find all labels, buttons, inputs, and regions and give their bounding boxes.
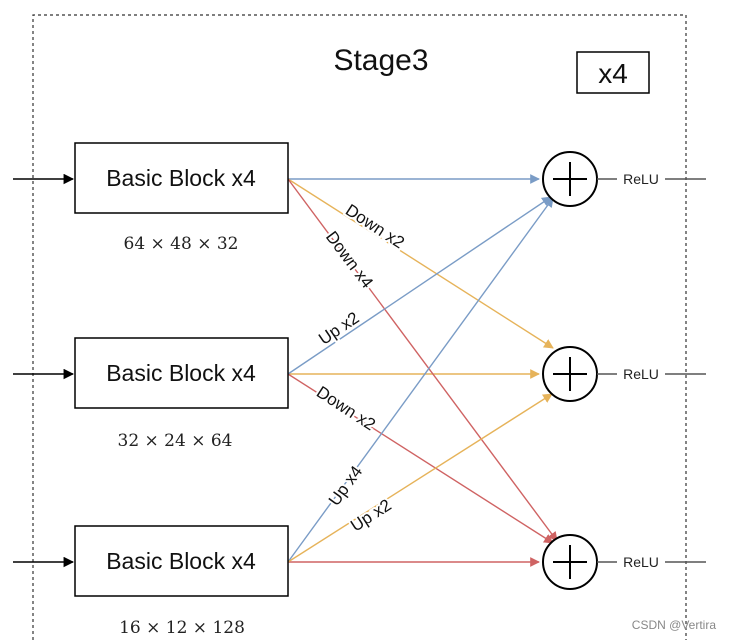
relu-label-2: ReLU xyxy=(623,366,659,382)
repeat-label: x4 xyxy=(598,58,628,89)
label-down-x4: Down x4 xyxy=(322,228,377,292)
basic-block-2-dims: 32 × 24 × 64 xyxy=(118,431,233,451)
relu-label-3: ReLU xyxy=(623,554,659,570)
sum-node-3 xyxy=(542,534,598,590)
conn-b2-s3-down-x2 xyxy=(287,373,554,544)
repeat-box xyxy=(576,51,650,94)
basic-block-2-label: Basic Block x4 xyxy=(106,360,256,386)
conn-b1-s3-down-x4 xyxy=(287,178,558,542)
basic-block-1-label: Basic Block x4 xyxy=(106,165,256,191)
label-up-x4: Up x4 xyxy=(325,462,366,509)
sum-node-1 xyxy=(542,151,598,207)
basic-block-3: Basic Block x4 xyxy=(74,525,289,597)
conn-b3-s2-up-x2 xyxy=(287,393,553,563)
label-down-x2-top: Down x2 xyxy=(342,200,408,252)
label-down-x2-mid: Down x2 xyxy=(313,382,379,434)
sum-node-2 xyxy=(542,346,598,402)
basic-block-3-dims: 16 × 12 × 128 xyxy=(119,618,245,638)
watermark: CSDN @Vertira xyxy=(632,618,717,632)
basic-block-2: Basic Block x4 xyxy=(74,337,289,409)
stage-boundary xyxy=(32,14,687,640)
label-up-x2-bottom: Up x2 xyxy=(347,495,395,535)
label-up-x2-top: Up x2 xyxy=(315,308,362,349)
basic-block-1: Basic Block x4 xyxy=(74,142,289,214)
conn-b2-s1-up-x2 xyxy=(287,196,552,375)
stage-title: Stage3 xyxy=(333,44,428,77)
basic-block-3-label: Basic Block x4 xyxy=(106,548,256,574)
conn-b3-s1-up-x4 xyxy=(287,197,554,563)
relu-label-1: ReLU xyxy=(623,171,659,187)
conn-b1-s2-down-x2 xyxy=(287,178,554,349)
basic-block-1-dims: 64 × 48 × 32 xyxy=(124,234,239,254)
